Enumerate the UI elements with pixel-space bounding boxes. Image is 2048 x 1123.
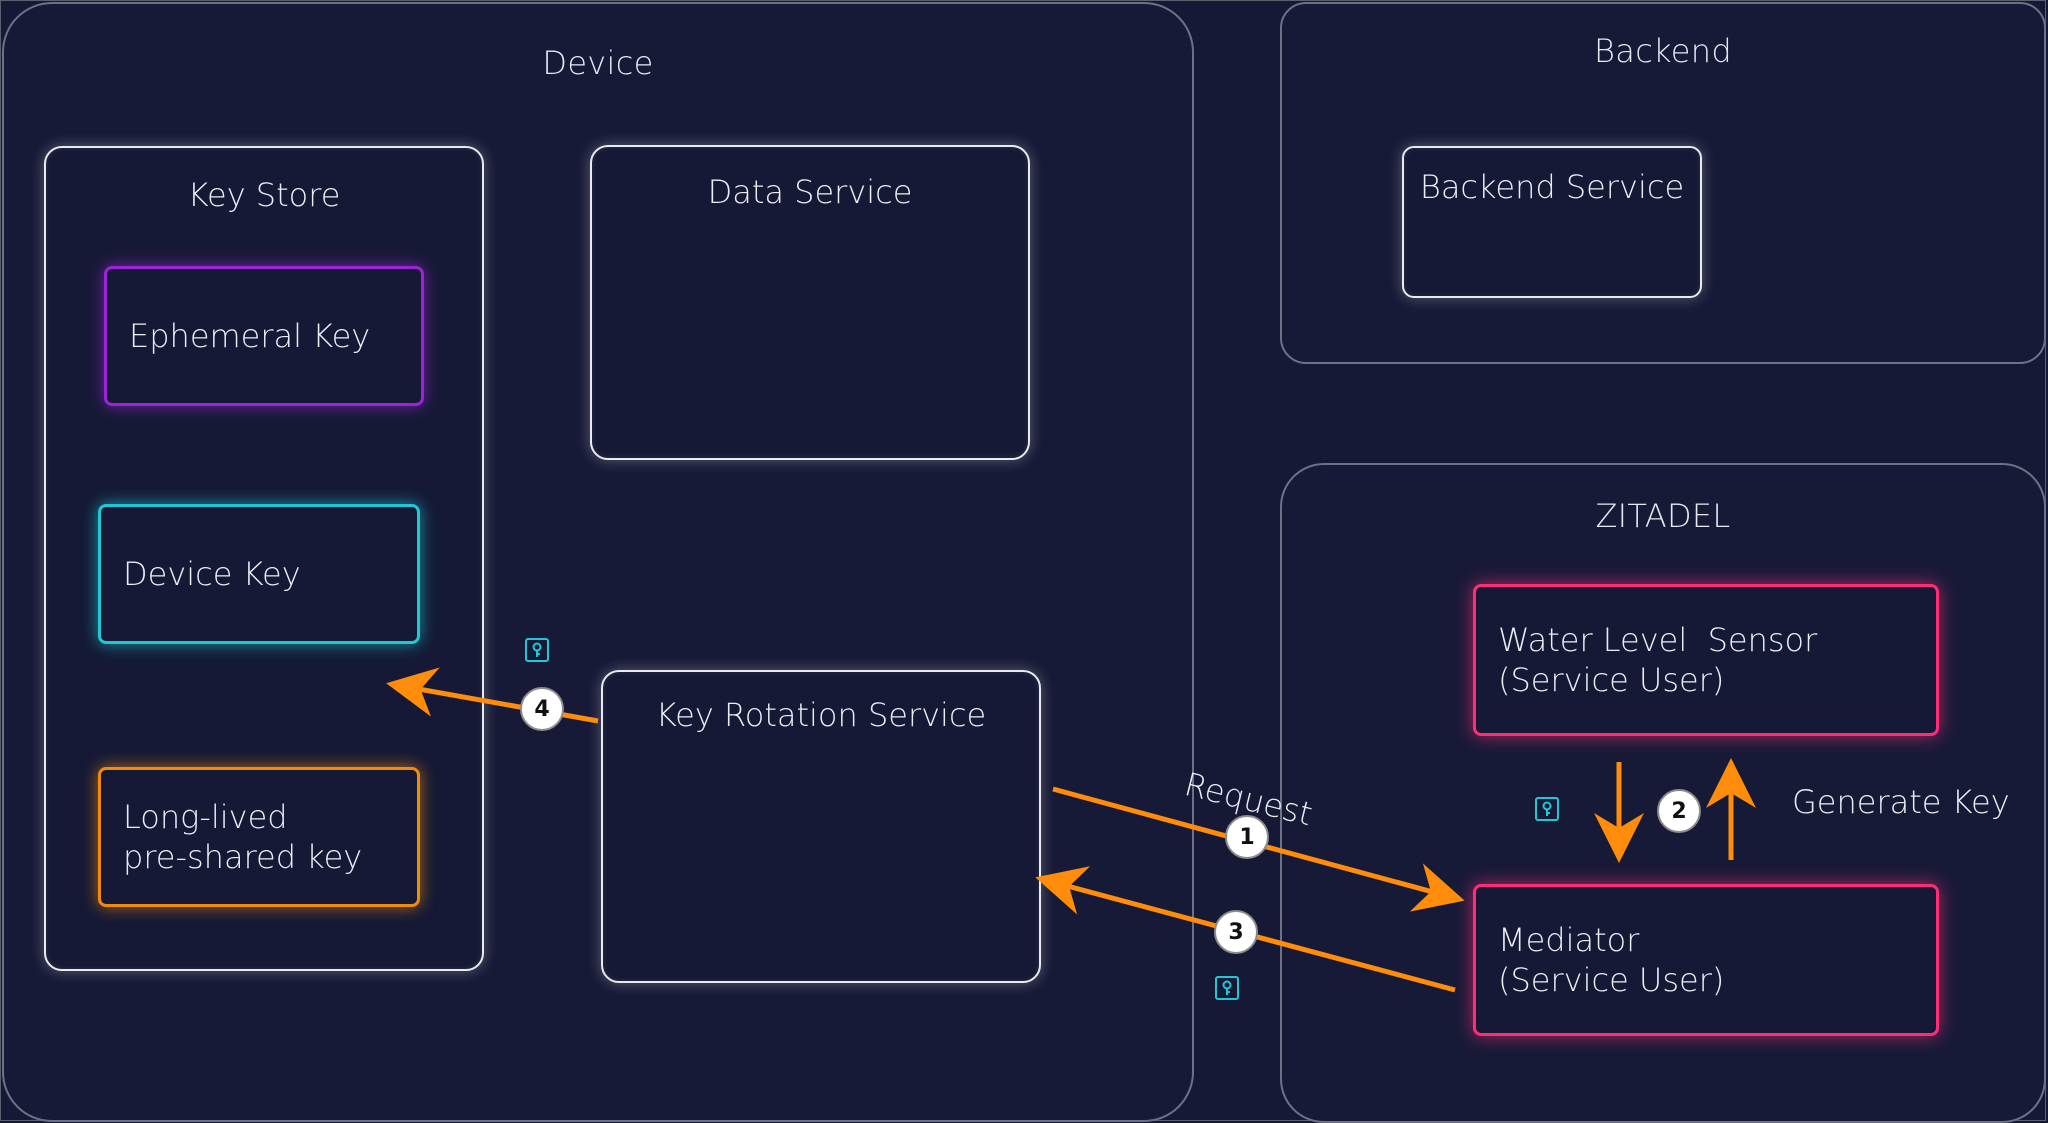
data-service-title: Data Service [707,173,913,211]
mediator-line2: (Service User) [1498,961,1725,999]
key-rotation-service-box: Key Rotation Service [601,670,1041,983]
zitadel-region-title: ZITADEL [1595,497,1731,535]
step-badge-3: 3 [1214,910,1258,954]
key-icon [1535,797,1559,821]
sensor-line1: Water Level Sensor [1498,621,1818,659]
arrow-store-key [386,667,599,724]
long-lived-key-line2: pre-shared key [123,838,363,876]
device-key: Device Key [98,504,420,644]
sensor-line2: (Service User) [1498,661,1725,699]
ephemeral-key: Ephemeral Key [104,266,424,406]
key-icon [1215,976,1239,1000]
mediator-service-user: Mediator (Service User) [1473,884,1939,1036]
key-icon [525,638,549,662]
data-service-box: Data Service [590,145,1030,460]
long-lived-key-line1: Long-lived [123,798,288,836]
device-region-title: Device [542,44,654,82]
step-badge-1: 1 [1225,815,1269,859]
backend-service-box: Backend Service [1402,146,1702,298]
backend-region-title: Backend [1594,32,1732,70]
key-store-title: Key Store [187,176,341,214]
step-badge-4: 4 [520,687,564,731]
long-lived-key: Long-lived pre-shared key [98,767,420,907]
mediator-line1: Mediator [1498,921,1640,959]
generate-key-label: Generate Key [1792,783,2010,821]
water-level-sensor-service-user: Water Level Sensor (Service User) [1473,584,1939,736]
backend-service-title: Backend Service [1419,168,1685,206]
ephemeral-key-label: Ephemeral Key [129,317,371,355]
device-key-label: Device Key [123,555,301,593]
step-badge-2: 2 [1657,789,1701,833]
key-rotation-service-title: Key Rotation Service [655,696,987,734]
